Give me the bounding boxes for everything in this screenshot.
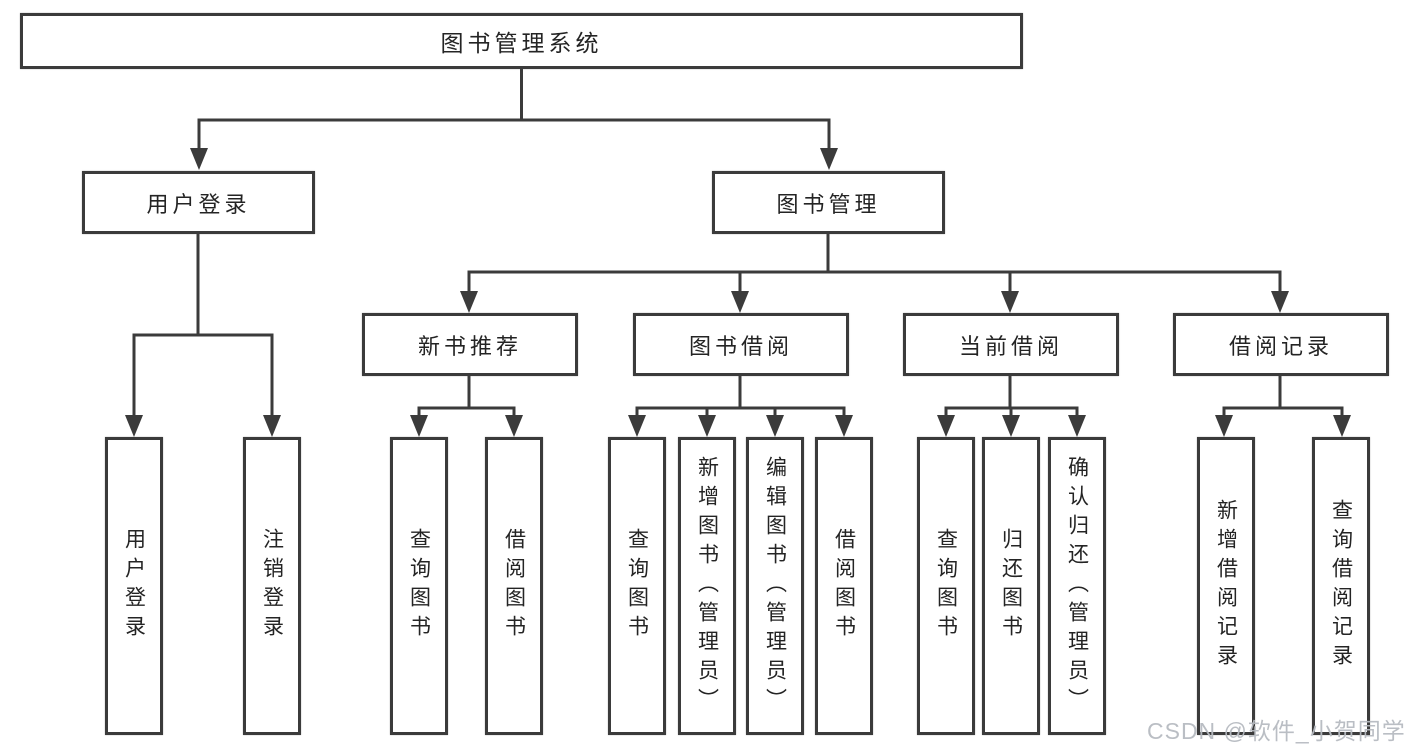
leaf-label: 查询图书 <box>407 528 431 644</box>
leaf-recommend-query-books: 查询图书 <box>390 437 448 735</box>
leaf-label: 编辑图书（管理员） <box>763 455 787 717</box>
connector-new-book-recommend-group <box>410 376 523 437</box>
leaf-label: 注销登录 <box>260 528 284 644</box>
leaf-user-login: 用户登录 <box>105 437 163 735</box>
node-new-book-recommend: 新书推荐 <box>362 313 578 376</box>
arrowhead <box>1068 415 1086 437</box>
arrowhead <box>460 291 478 313</box>
connector-line <box>197 68 831 150</box>
node-borrow-records: 借阅记录 <box>1173 313 1389 376</box>
leaf-label: 新增借阅记录 <box>1214 499 1238 673</box>
leaf-label: 用户登录 <box>122 528 146 644</box>
arrowhead <box>835 415 853 437</box>
leaf-borrow-add-books-admin: 新增图书（管理员） <box>678 437 736 735</box>
csdn-watermark: CSDN @软件_小贺同学 <box>1147 718 1405 744</box>
connector-line <box>944 376 1079 416</box>
arrowhead <box>1333 415 1351 437</box>
connector-user-login-group <box>125 233 281 437</box>
connector-line <box>467 233 1282 292</box>
arrowhead <box>766 415 784 437</box>
leaf-label: 查询借阅记录 <box>1329 499 1353 673</box>
leaf-borrow-edit-books-admin: 编辑图书（管理员） <box>746 437 804 735</box>
leaf-label: 查询图书 <box>934 528 958 644</box>
arrowhead <box>937 415 955 437</box>
connector-book-management-group <box>460 233 1289 313</box>
leaf-current-return-books: 归还图书 <box>982 437 1040 735</box>
arrowhead <box>505 415 523 437</box>
node-user-login: 用户登录 <box>82 171 315 234</box>
arrowhead <box>820 148 838 170</box>
arrowhead <box>190 148 208 170</box>
node-book-borrow: 图书借阅 <box>633 313 849 376</box>
arrowhead <box>1002 415 1020 437</box>
arrowhead <box>1271 291 1289 313</box>
leaf-label: 新增图书（管理员） <box>695 455 719 717</box>
leaf-recommend-borrow-books: 借阅图书 <box>485 437 543 735</box>
arrowhead <box>263 415 281 437</box>
arrowhead <box>731 291 749 313</box>
node-root-system: 图书管理系统 <box>20 13 1023 69</box>
leaf-current-confirm-return-admin: 确认归还（管理员） <box>1048 437 1106 735</box>
node-current-borrow: 当前借阅 <box>903 313 1119 376</box>
connector-borrow-records-group <box>1215 376 1351 437</box>
leaf-current-query-books: 查询图书 <box>917 437 975 735</box>
leaf-logout: 注销登录 <box>243 437 301 735</box>
connector-line <box>132 233 274 416</box>
connector-current-borrow-group <box>937 376 1086 437</box>
arrowhead <box>125 415 143 437</box>
leaf-records-add-record: 新增借阅记录 <box>1197 437 1255 735</box>
arrowhead <box>1001 291 1019 313</box>
leaf-label: 借阅图书 <box>832 528 856 644</box>
leaf-borrow-query-books: 查询图书 <box>608 437 666 735</box>
leaf-records-query-record: 查询借阅记录 <box>1312 437 1370 735</box>
connector-book-borrow-group <box>628 376 853 437</box>
leaf-label: 归还图书 <box>999 528 1023 644</box>
connector-root-to-level2 <box>190 68 838 170</box>
arrowhead <box>698 415 716 437</box>
leaf-borrow-borrow-books: 借阅图书 <box>815 437 873 735</box>
arrowhead <box>628 415 646 437</box>
leaf-label: 借阅图书 <box>502 528 526 644</box>
node-book-management: 图书管理 <box>712 171 945 234</box>
leaf-label: 确认归还（管理员） <box>1065 455 1089 717</box>
connector-line <box>1222 376 1344 416</box>
arrowhead <box>1215 415 1233 437</box>
leaf-label: 查询图书 <box>625 528 649 644</box>
connector-line <box>417 376 516 416</box>
arrowhead <box>410 415 428 437</box>
connector-line <box>635 376 846 416</box>
